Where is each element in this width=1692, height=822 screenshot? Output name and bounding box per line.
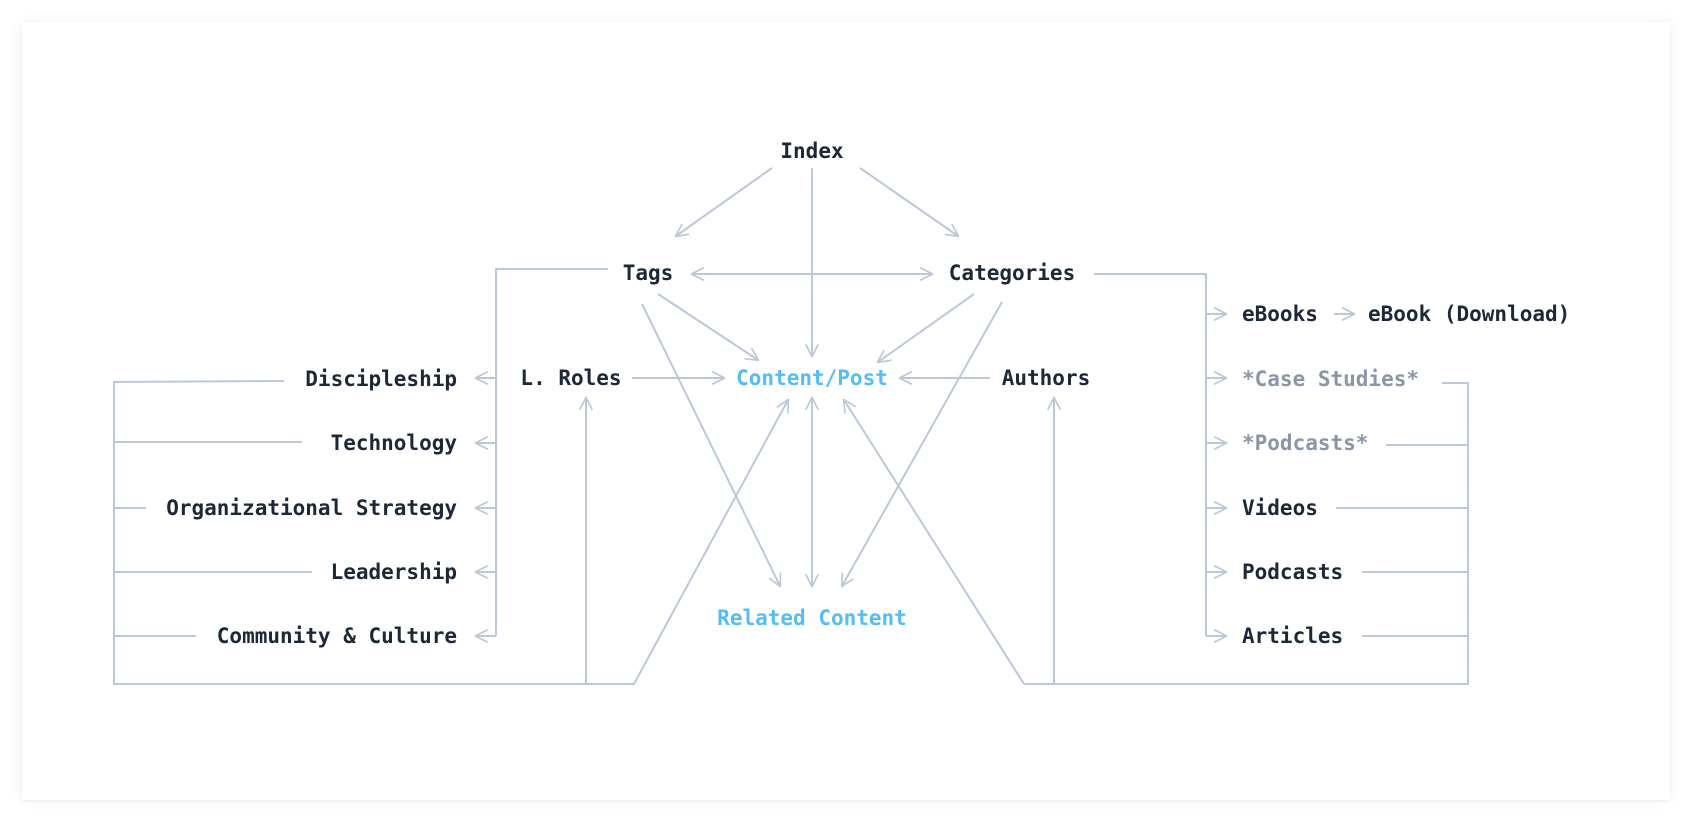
edge-tags-related: [641, 303, 780, 586]
edge-tags-topics: [495, 268, 608, 636]
node-technology: Technology: [331, 431, 458, 455]
node-community-culture: Community & Culture: [217, 624, 457, 648]
node-tags: Tags: [623, 261, 674, 285]
edge-topics-collector: [113, 380, 634, 685]
edge-index-tags: [676, 167, 773, 236]
node-case-studies: *Case Studies*: [1242, 367, 1419, 391]
node-leadership: Leadership: [331, 560, 457, 584]
edge-categories-types: [1094, 273, 1207, 636]
node-index: Index: [780, 139, 844, 163]
node-podcasts: Podcasts: [1242, 560, 1343, 584]
node-discipleship: Discipleship: [305, 367, 457, 391]
edge-index-categories: [859, 167, 958, 236]
edge-categories-content: [878, 293, 975, 362]
node-articles: Articles: [1242, 624, 1343, 648]
edge-tags-content: [657, 293, 758, 360]
node-ebook-download: eBook (Download): [1368, 302, 1570, 326]
edge-collector-content-left: [633, 400, 788, 685]
edge-collector-content-right: [844, 400, 1025, 685]
node-authors: Authors: [1002, 366, 1091, 390]
node-l-roles: L. Roles: [520, 366, 621, 390]
node-related-content: Related Content: [717, 606, 907, 630]
node-organizational-strategy: Organizational Strategy: [166, 496, 457, 520]
node-categories: Categories: [949, 261, 1075, 285]
edge-categories-related: [842, 301, 1003, 586]
node-videos: Videos: [1242, 496, 1318, 520]
edge-casestudies-collector: [1024, 382, 1469, 685]
node-podcasts-muted: *Podcasts*: [1242, 431, 1368, 455]
node-content-post: Content/Post: [736, 366, 888, 390]
node-ebooks: eBooks: [1242, 302, 1318, 326]
